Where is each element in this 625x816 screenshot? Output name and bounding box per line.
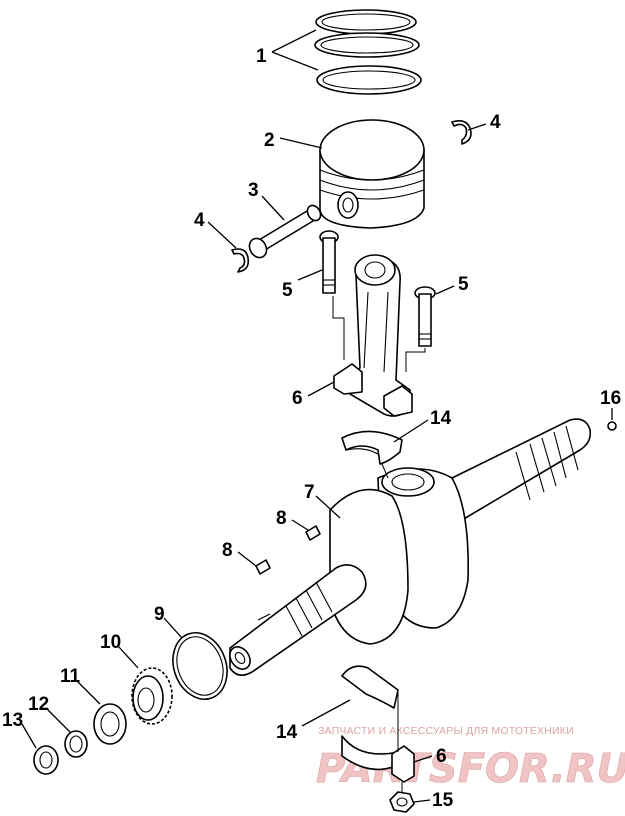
callout-5-left: 5: [282, 280, 293, 301]
crankshaft: [229, 418, 592, 676]
callout-1: 1: [256, 46, 267, 67]
flange-nut: [93, 703, 127, 745]
washer: [64, 730, 88, 758]
callout-5-right: 5: [458, 274, 469, 295]
conrod-bolts: [319, 230, 436, 347]
callout-6-upper: 6: [292, 388, 303, 409]
woodruff-keys: [255, 525, 321, 575]
rod-cap-lower: [391, 745, 415, 783]
callout-8-lower: 8: [222, 540, 233, 561]
callout-10: 10: [100, 632, 121, 653]
piston: [319, 119, 425, 229]
bearing-shell-upper: [341, 430, 403, 465]
end-nut: [33, 745, 59, 775]
piston-pin: [248, 204, 322, 259]
callout-3: 3: [248, 180, 259, 201]
callout-13: 13: [2, 710, 23, 731]
cap-nut: [389, 791, 415, 813]
callout-6-lower: 6: [436, 746, 447, 767]
callout-9: 9: [154, 604, 165, 625]
callout-14-lower: 14: [276, 722, 298, 743]
rod-cap-upper: [333, 363, 413, 417]
callout-15: 15: [432, 790, 454, 811]
callout-4-right: 4: [490, 112, 501, 133]
alignment-lines: [332, 296, 426, 792]
piston-rings: [314, 9, 422, 95]
o-ring: [172, 632, 228, 700]
shaft-pin: [607, 421, 617, 431]
callout-2: 2: [264, 130, 275, 151]
circlips: [231, 120, 472, 273]
watermark-tagline: ЗАПЧАСТИ И АКСЕССУАРЫ ДЛЯ МОТОТЕХНИКИ: [318, 725, 574, 737]
callout-16: 16: [600, 388, 621, 409]
callout-labels: 1 2 3 4 4 5 5 6 6 7 8 8 9 10 11 12 13 14…: [2, 46, 621, 811]
callout-11: 11: [60, 666, 81, 687]
callout-14-upper: 14: [430, 408, 452, 429]
callout-12: 12: [28, 694, 49, 715]
callout-7: 7: [304, 482, 315, 503]
leader-lines: [21, 29, 613, 803]
callout-8-upper: 8: [276, 508, 287, 529]
timing-gear: [131, 667, 173, 725]
callout-4-left: 4: [194, 210, 205, 231]
